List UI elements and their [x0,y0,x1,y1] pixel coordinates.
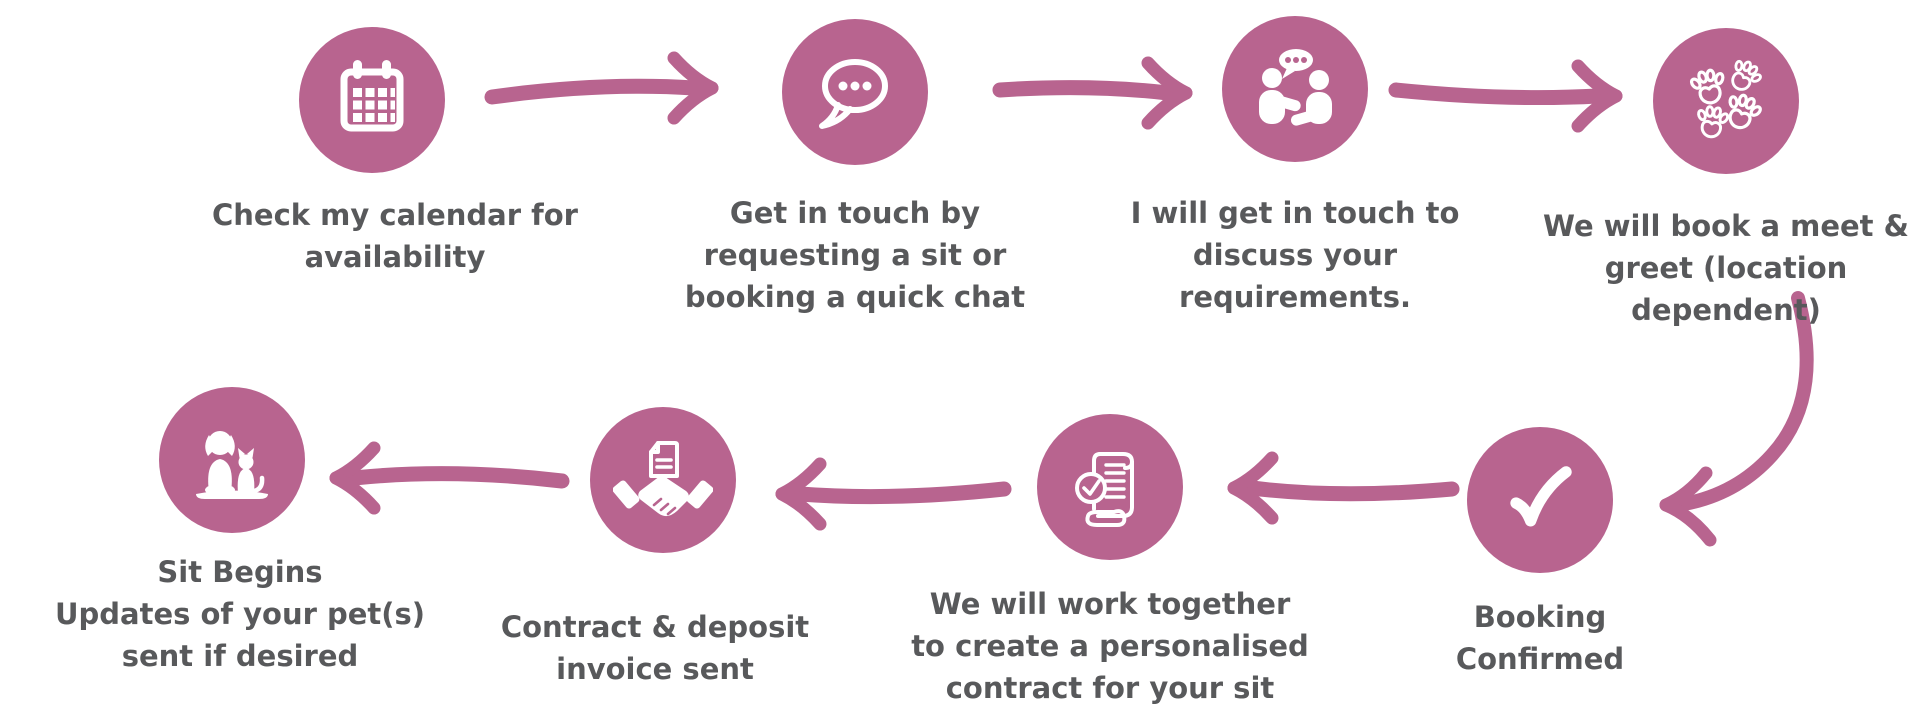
caption-line: booking a quick chat [684,280,1026,314]
arrow-step2-to-step3 [992,56,1193,130]
caption-line: requesting a sit or [703,238,1007,272]
step-4-caption: We will book a meet & greet (location de… [1496,205,1920,331]
caption-line: I will get in touch to [1130,196,1460,230]
handshake-document-icon [613,441,713,517]
step-3-caption: I will get in touch to discuss your requ… [1065,192,1525,318]
step-1-caption: Check my calendar for availability [165,194,625,278]
step-7-circle [590,407,736,553]
contract-check-icon [1075,452,1134,527]
caption-line: discuss your [1192,238,1398,272]
caption-line: requirements. [1179,280,1411,314]
caption-line: invoice sent [556,652,754,686]
dog-cat-icon [196,431,268,499]
caption-line: Contract & deposit [500,610,810,644]
chat-bubble-icon [819,59,888,129]
step-7-caption: Contract & deposit invoice sent [425,606,885,690]
caption-line: sent if desired [121,639,359,673]
arrow-step4-to-step5-curved [1659,291,1814,547]
calendar-icon [340,60,404,132]
step-3-circle [1222,16,1368,162]
caption-line: Confirmed [1455,642,1625,676]
step-5-circle [1467,427,1613,573]
caption-line: contract for your sit [945,671,1275,705]
caption-line: greet (location [1604,251,1848,285]
arrow-step7-to-step8 [329,441,570,515]
caption-line: We will work together [929,587,1291,621]
caption-line: We will book a meet & [1543,209,1909,243]
caption-line: Booking [1473,600,1607,634]
step-1-circle [299,27,445,173]
arrow-step6-to-step7 [775,457,1012,531]
paw-prints-icon [1686,54,1767,141]
step-6-circle [1037,414,1183,560]
step-2-circle [782,19,928,165]
step-5-caption: Booking Confirmed [1310,596,1770,680]
caption-line: availability [304,240,486,274]
caption-line: to create a personalised [911,629,1309,663]
step-2-caption: Get in touch by requesting a sit or book… [625,192,1085,318]
caption-line: dependent) [1631,293,1821,327]
arrow-step3-to-step4 [1388,59,1623,133]
step-6-caption: We will work together to create a person… [880,583,1340,709]
caption-line: Get in touch by [729,196,981,230]
checkmark-icon [1510,466,1572,527]
arrow-step5-to-step6 [1227,451,1460,525]
conversation-icon [1259,49,1332,126]
step-4-circle [1653,28,1799,174]
step-8-caption: Sit Begins Updates of your pet(s) sent i… [10,551,470,677]
caption-line: Updates of your pet(s) [54,597,426,631]
caption-line: Check my calendar for [212,198,578,232]
step-8-circle [159,387,305,533]
caption-line: Sit Begins [157,555,323,589]
arrow-step1-to-step2 [484,51,719,125]
